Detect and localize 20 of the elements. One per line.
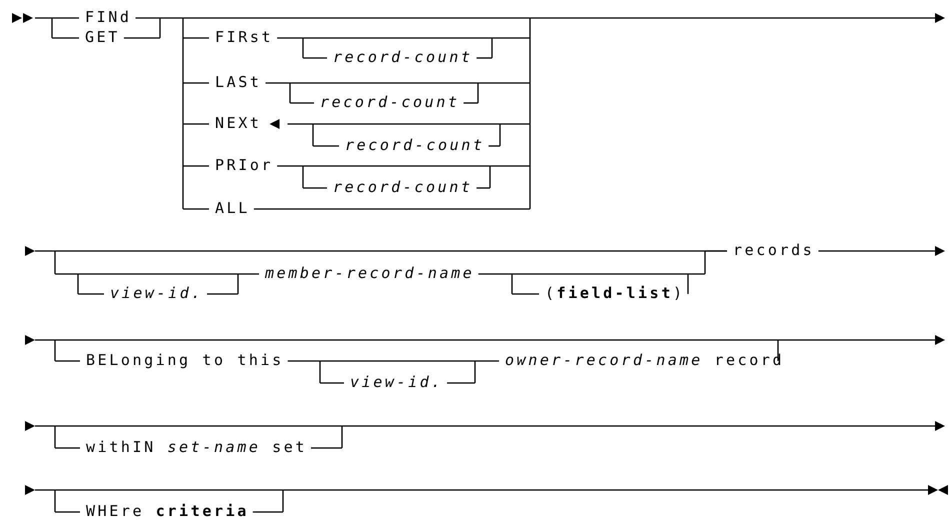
- syntax-keyword: owner-record-name record: [505, 353, 784, 368]
- syntax-keyword: GET: [85, 30, 120, 45]
- syntax-keyword: WHEre criteria: [86, 504, 249, 519]
- syntax-keyword: records: [733, 243, 814, 258]
- syntax-variable: record-count: [320, 95, 460, 110]
- syntax-variable: member-record-name: [265, 266, 474, 281]
- syntax-keyword: ALL: [215, 201, 250, 216]
- syntax-variable: record-count: [333, 180, 473, 195]
- syntax-variable: record-count: [333, 50, 473, 65]
- syntax-variable: record-count: [345, 138, 485, 153]
- syntax-keyword: PRIor: [215, 158, 274, 173]
- syntax-keyword: FIRst: [215, 30, 274, 45]
- syntax-variable: view-id.: [110, 286, 204, 301]
- syntax-keyword: NEXt: [215, 116, 262, 131]
- syntax-keyword: withIN set-name set: [86, 440, 307, 455]
- syntax-keyword: LASt: [215, 75, 262, 90]
- syntax-variable: view-id.: [350, 375, 444, 390]
- syntax-keyword: FINd: [85, 10, 132, 25]
- syntax-keyword: (field-list): [545, 286, 685, 301]
- syntax-keyword: BELonging to this: [86, 353, 284, 368]
